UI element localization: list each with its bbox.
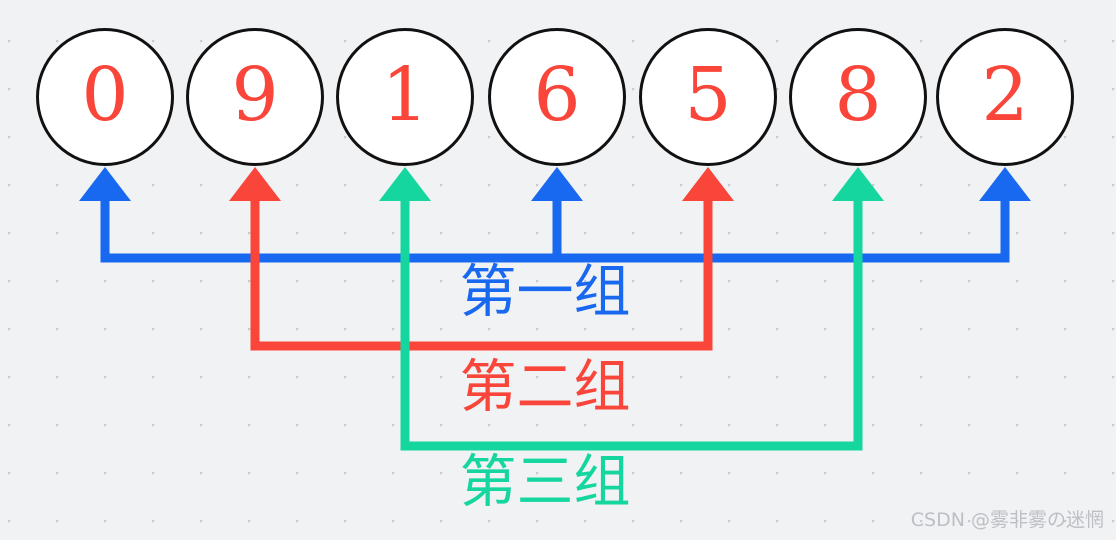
arrow-head — [79, 167, 131, 201]
node-circle[interactable]: 0 — [36, 28, 174, 166]
node-circle[interactable]: 2 — [936, 28, 1074, 166]
arrow-head — [229, 167, 281, 201]
watermark: CSDN @雾非雾の迷惘 — [910, 509, 1104, 531]
arrow-head — [682, 167, 734, 201]
arrow-head — [979, 167, 1031, 201]
group-connector-1 — [79, 167, 1031, 263]
node-value: 1 — [381, 52, 429, 138]
node-circle[interactable]: 6 — [488, 28, 626, 166]
node-value: 6 — [533, 52, 581, 138]
group-connector-3 — [379, 167, 884, 451]
node-circle[interactable]: 8 — [789, 28, 927, 166]
group-connector-2 — [229, 167, 734, 351]
node-circle[interactable]: 1 — [336, 28, 474, 166]
node-value: 8 — [834, 52, 882, 138]
node-value: 2 — [981, 52, 1029, 138]
arrow-head — [531, 167, 583, 201]
arrow-head — [379, 167, 431, 201]
group-label-1: 第一组 — [459, 259, 631, 325]
node-value: 0 — [81, 52, 129, 138]
node-circle[interactable]: 5 — [639, 28, 777, 166]
group-label-2: 第二组 — [459, 354, 631, 420]
group-label-3: 第三组 — [459, 449, 631, 515]
node-circle[interactable]: 9 — [186, 28, 324, 166]
node-value: 9 — [231, 52, 279, 138]
node-value: 5 — [684, 52, 732, 138]
arrow-head — [832, 167, 884, 201]
